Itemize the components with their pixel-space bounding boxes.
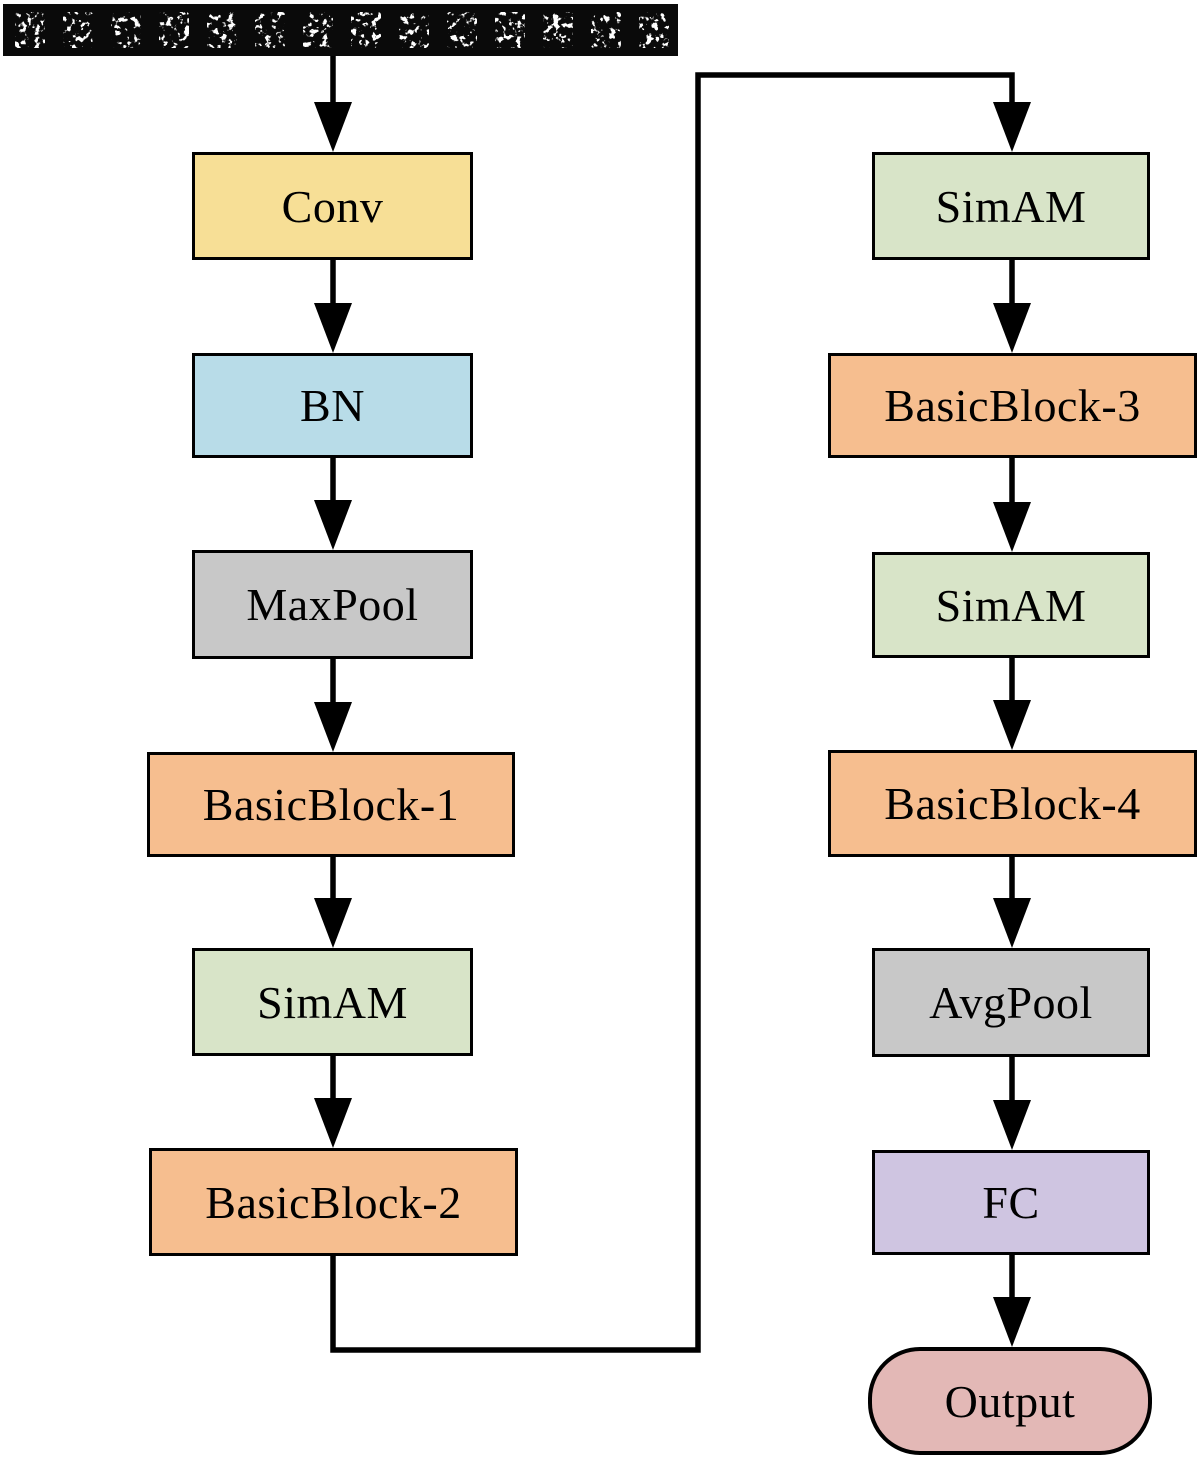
input-image-strip: [3, 4, 678, 56]
noise-patch: [447, 12, 477, 48]
arrowhead-icon: [314, 702, 352, 752]
node-bn: BN: [192, 353, 473, 458]
node-basicblock-4: BasicBlock-4: [828, 750, 1197, 857]
noise-patch: [207, 12, 237, 48]
arrowhead-icon: [993, 898, 1031, 948]
node-basicblock-2: BasicBlock-2: [149, 1148, 518, 1256]
noise-patch: [255, 12, 285, 48]
arrowhead-icon: [993, 1100, 1031, 1150]
noise-patch: [15, 12, 45, 48]
arrowhead-icon: [314, 303, 352, 353]
node-basicblock-1: BasicBlock-1: [147, 752, 515, 857]
elbow-connector-line: [330, 72, 1015, 1353]
node-simam-2: SimAM: [872, 152, 1150, 260]
arrowhead-icon: [993, 700, 1031, 750]
node-basicblock-3: BasicBlock-3: [828, 353, 1197, 458]
node-simam-1: SimAM: [192, 948, 473, 1056]
node-simam-3: SimAM: [872, 552, 1150, 658]
arrowhead-icon: [314, 102, 352, 152]
noise-patch: [495, 12, 525, 48]
noise-patch: [399, 12, 429, 48]
noise-patch: [159, 12, 189, 48]
noise-patch: [351, 12, 381, 48]
filmstrip-background: [3, 4, 678, 56]
arrowhead-icon: [314, 1098, 352, 1148]
node-maxpool: MaxPool: [192, 550, 473, 659]
noise-patches: [15, 12, 669, 48]
node-avgpool: AvgPool: [872, 948, 1150, 1057]
arrowhead-icon: [314, 500, 352, 550]
noise-patch: [303, 12, 333, 48]
arrowhead-icon: [993, 1297, 1031, 1347]
noise-patch: [591, 12, 621, 48]
noise-patch: [639, 12, 669, 48]
arrowhead-icon: [993, 502, 1031, 552]
noise-patch: [543, 12, 573, 48]
node-conv: Conv: [192, 152, 473, 260]
noise-patch: [111, 12, 141, 48]
noise-patch: [63, 12, 93, 48]
node-fc: FC: [872, 1150, 1150, 1255]
arrowhead-icon: [993, 303, 1031, 353]
arrowhead-icon: [993, 102, 1031, 152]
node-output: Output: [868, 1347, 1152, 1455]
arrowhead-icon: [314, 898, 352, 948]
